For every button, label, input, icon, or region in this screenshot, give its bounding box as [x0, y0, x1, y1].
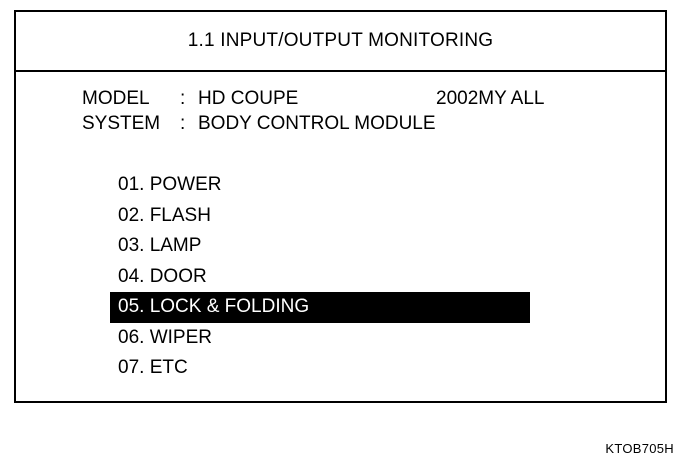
- menu-item-power[interactable]: 01. POWER: [118, 174, 222, 195]
- menu-item-flash[interactable]: 02. FLASH: [118, 204, 211, 226]
- monitoring-menu: 01. POWER 02. FLASH 03. LAMP 04. DOOR 05…: [110, 170, 530, 384]
- vehicle-info: MODEL: HD COUPE 2002MY ALL SYSTEM: BODY CO…: [82, 86, 544, 136]
- system-value: BODY CONTROL MODULE: [198, 113, 436, 134]
- model-label: MODEL: [82, 88, 150, 109]
- menu-item-door[interactable]: 04. DOOR: [118, 265, 207, 287]
- system-separator: :: [180, 113, 186, 134]
- menu-item-wiper[interactable]: 06. WIPER: [118, 326, 212, 348]
- menu-item-etc[interactable]: 07. ETC: [118, 357, 188, 378]
- model-separator: :: [180, 88, 186, 109]
- menu-item-lamp[interactable]: 03. LAMP: [118, 235, 202, 256]
- menu-item-lock-folding[interactable]: 05. LOCK & FOLDING: [110, 292, 530, 323]
- model-value: HD COUPE: [198, 88, 299, 109]
- figure-code: KTOB705H: [605, 441, 674, 456]
- system-row: SYSTEM: BODY CONTROL MODULE: [82, 111, 436, 136]
- model-row: MODEL: HD COUPE 2002MY ALL: [82, 86, 544, 111]
- system-label: SYSTEM: [82, 113, 161, 134]
- screen-title: 1.1 INPUT/OUTPUT MONITORING: [16, 12, 665, 72]
- scanner-screen: 1.1 INPUT/OUTPUT MONITORING MODEL: HD COU…: [14, 10, 667, 403]
- model-year: 2002MY ALL: [436, 88, 545, 109]
